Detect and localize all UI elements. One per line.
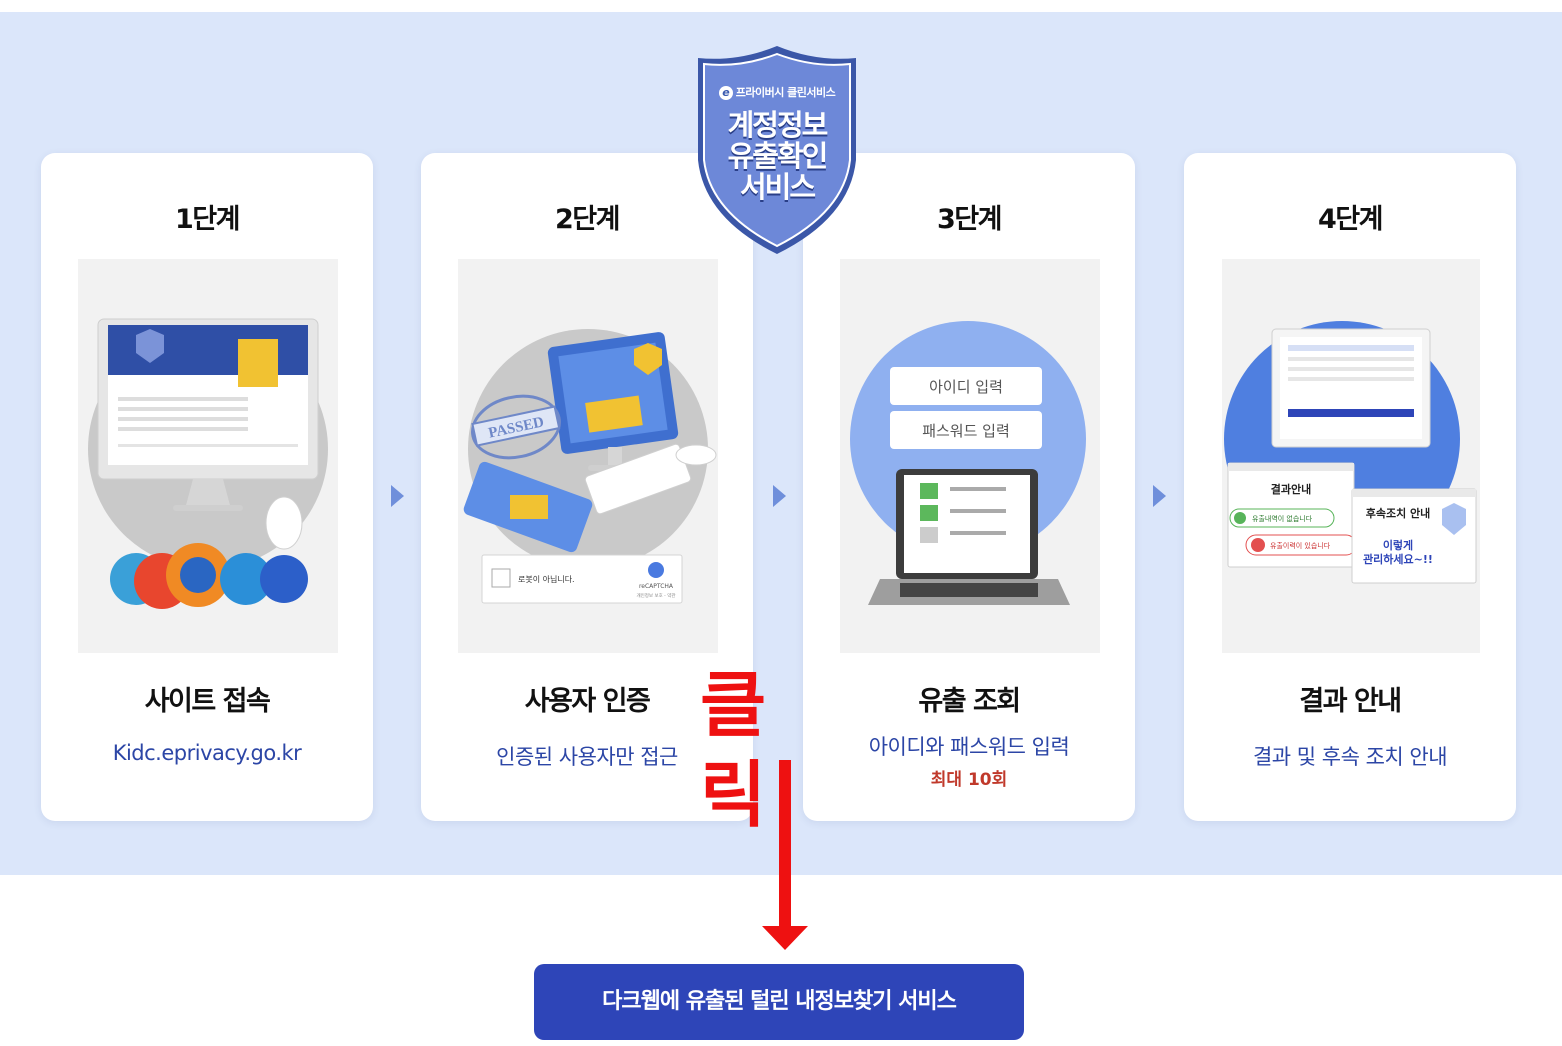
step-card-4: 4단계 결과안내 유출내역이 없습니다 유출이력이 있습니다 후속조치 안내 이… (1184, 153, 1516, 821)
captcha-terms: 개인정보 보호 - 약관 (636, 592, 675, 599)
step-card-1: 1단계 사이트 접속 Kidc.eprivacy.go.kr (41, 153, 373, 821)
step-desc: 인증된 사용자만 접근 (496, 745, 678, 769)
step-heading: 결과 안내 (1299, 686, 1402, 717)
result-guide-illustration: 결과안내 유출내역이 없습니다 유출이력이 있습니다 후속조치 안내 이렇게 관… (1222, 259, 1480, 653)
step-desc: 결과 및 후속 조치 안내 (1252, 745, 1448, 769)
step-label: 2단계 (555, 204, 620, 235)
shield-icon (698, 46, 856, 254)
site-access-illustration (78, 259, 338, 653)
step-card-3: 3단계 아이디 입력 패스워드 입력 유출 조회 아이디와 패스워드 입력 최대… (803, 153, 1135, 821)
svg-text:관리하세요~!!: 관리하세요~!! (1363, 552, 1433, 566)
result-title: 결과안내 (1271, 482, 1311, 496)
captcha-label: 로봇이 아닙니다. (518, 574, 575, 584)
leak-badge: 유출이력이 있습니다 (1270, 541, 1331, 550)
next-arrow-icon (1153, 485, 1166, 507)
step-label: 3단계 (937, 204, 1002, 235)
captcha-brand: reCAPTCHA (639, 583, 674, 590)
next-arrow-icon (391, 485, 404, 507)
step-label: 1단계 (175, 204, 240, 235)
no-leak-badge: 유출내역이 없습니다 (1252, 514, 1313, 523)
step-heading: 유출 조회 (918, 686, 1021, 717)
followup-title: 후속조치 안내 (1366, 506, 1431, 520)
step-label: 4단계 (1318, 204, 1383, 235)
next-arrow-icon (773, 485, 786, 507)
step-card-2: 2단계 PASSED 로봇이 아닙니다. reCAPTCHA 개인정보 (421, 153, 753, 821)
leak-lookup-illustration: 아이디 입력 패스워드 입력 (840, 259, 1100, 653)
step-desc: 아이디와 패스워드 입력 (868, 735, 1070, 759)
site-url-link[interactable]: Kidc.eprivacy.go.kr (112, 741, 302, 765)
down-arrow-icon (762, 760, 808, 950)
user-auth-illustration: PASSED 로봇이 아닙니다. reCAPTCHA 개인정보 보호 - 약관 (458, 259, 718, 653)
badge-title: 계정정보 유출확인 서비스 (727, 108, 829, 204)
pw-field-label: 패스워드 입력 (922, 422, 1010, 440)
step-heading: 사이트 접속 (144, 686, 271, 717)
click-annotation: 클 릭 (700, 663, 773, 837)
id-field-label: 아이디 입력 (929, 378, 1003, 396)
darkweb-search-button[interactable]: 다크웹에 유출된 털린 내정보찾기 서비스 (534, 964, 1024, 1040)
max-attempts-note: 최대 10회 (930, 770, 1008, 790)
step-heading: 사용자 인증 (524, 686, 651, 717)
svg-text:이렇게: 이렇게 (1383, 538, 1413, 552)
